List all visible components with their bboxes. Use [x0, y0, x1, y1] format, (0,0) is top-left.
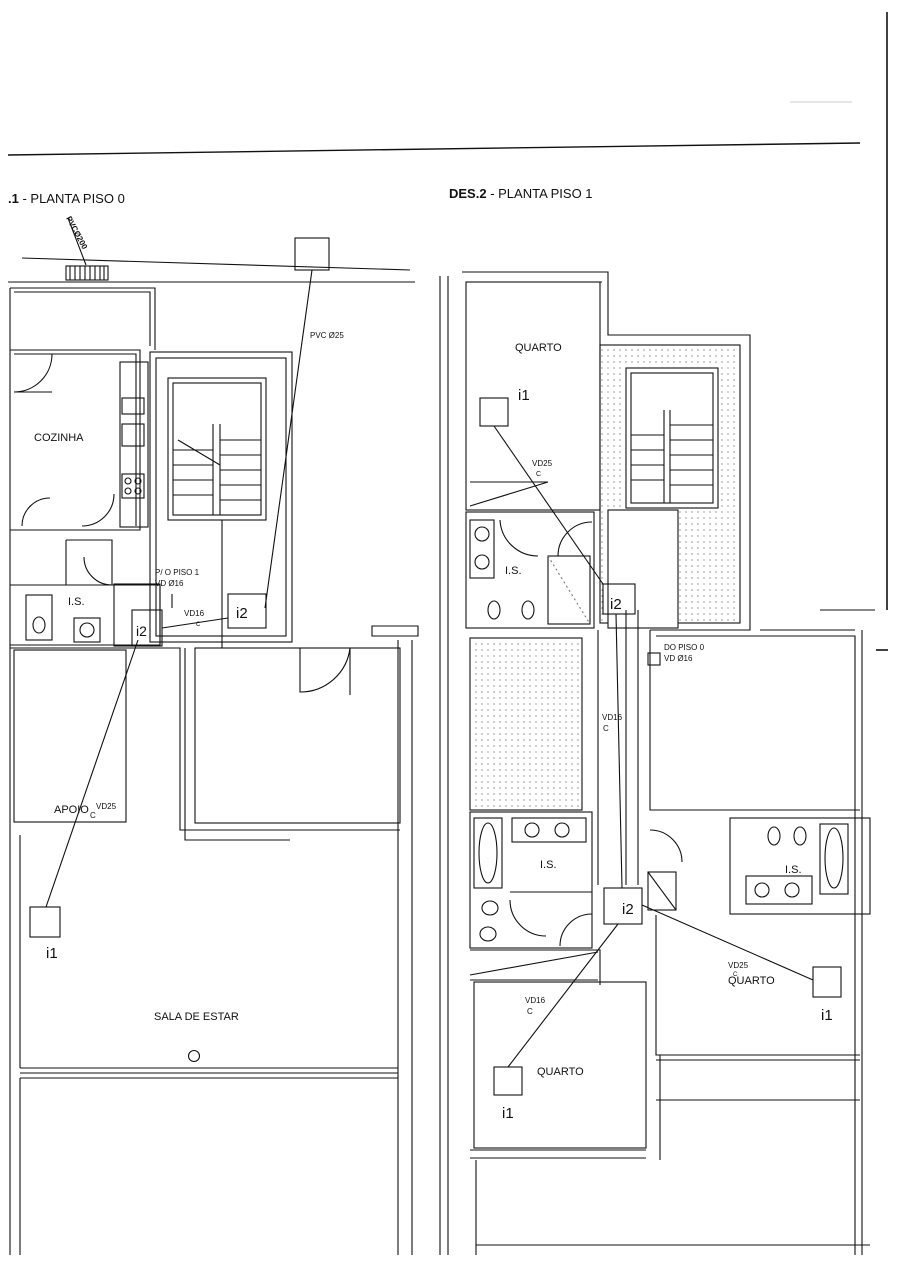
room-quarto-bottom: QUARTO	[537, 1066, 584, 1078]
title-floor0-num: .1	[8, 191, 19, 206]
title-floor0-text: - PLANTA PISO 0	[19, 191, 125, 206]
marker-i1-top: i1	[518, 387, 530, 404]
conduit-from-floor0: DO PISO 0	[664, 643, 705, 652]
title-floor1-num: DES.2	[449, 186, 487, 201]
conduit-vd25-floor0: VD25	[96, 802, 117, 811]
floor0-walls	[8, 217, 419, 1255]
conduit-vd25-top-c: C	[536, 471, 541, 478]
conduit-vd25-top: VD25	[532, 459, 553, 468]
conduit-vd16-mid-c: C	[603, 724, 609, 733]
marker-i2-bottom: i2	[622, 901, 634, 918]
room-quarto-right: QUARTO	[728, 975, 775, 987]
room-quarto-top: QUARTO	[515, 342, 562, 354]
conduit-pvc25: PVC Ø25	[310, 331, 344, 340]
floor1-walls	[439, 271, 888, 1255]
room-is-mid: I.S.	[540, 859, 557, 871]
marker-i1-right: i1	[821, 1007, 833, 1024]
conduit-to-floor1: P/ O PISO 1	[155, 568, 200, 577]
sheet-frame	[7, 12, 888, 610]
conduit-pvc200: PVCØ200	[64, 215, 89, 252]
room-apoio: APOIO	[54, 804, 89, 816]
room-is-right: I.S.	[785, 864, 802, 876]
title-floor0: .1 - PLANTA PISO 0	[8, 191, 125, 206]
conduit-vd25-right: VD25	[728, 961, 749, 970]
room-is-floor0: I.S.	[68, 596, 85, 608]
title-floor1: DES.2 - PLANTA PISO 1	[449, 186, 593, 201]
conduit-vd16-bottom-c: C	[527, 1007, 533, 1016]
marker-i2-floor0-b: i2	[136, 623, 147, 639]
marker-i2-floor0-a: i2	[236, 605, 248, 622]
room-is-top: I.S.	[505, 565, 522, 577]
conduit-vd16-floor0: VD16	[184, 609, 205, 618]
room-sala-de-estar: SALA DE ESTAR	[154, 1011, 239, 1023]
conduit-vd16-bottom: VD16	[525, 996, 546, 1005]
conduit-vd16-riser-floor1: VD Ø16	[664, 654, 693, 663]
title-floor1-text: - PLANTA PISO 1	[487, 186, 593, 201]
marker-i1-floor0: i1	[46, 945, 58, 962]
marker-i2-top: i2	[610, 596, 622, 613]
conduit-vd25-c-floor0: C	[90, 811, 96, 820]
conduit-vd16-c-floor0: C	[196, 622, 201, 628]
marker-i1-bottom: i1	[502, 1105, 514, 1122]
conduit-vd16-mid: VD16	[602, 713, 623, 722]
conduit-vd16-riser-floor0: VD Ø16	[155, 579, 184, 588]
room-cozinha: COZINHA	[34, 432, 84, 444]
conduit-vd25-right-c: C	[733, 972, 738, 978]
